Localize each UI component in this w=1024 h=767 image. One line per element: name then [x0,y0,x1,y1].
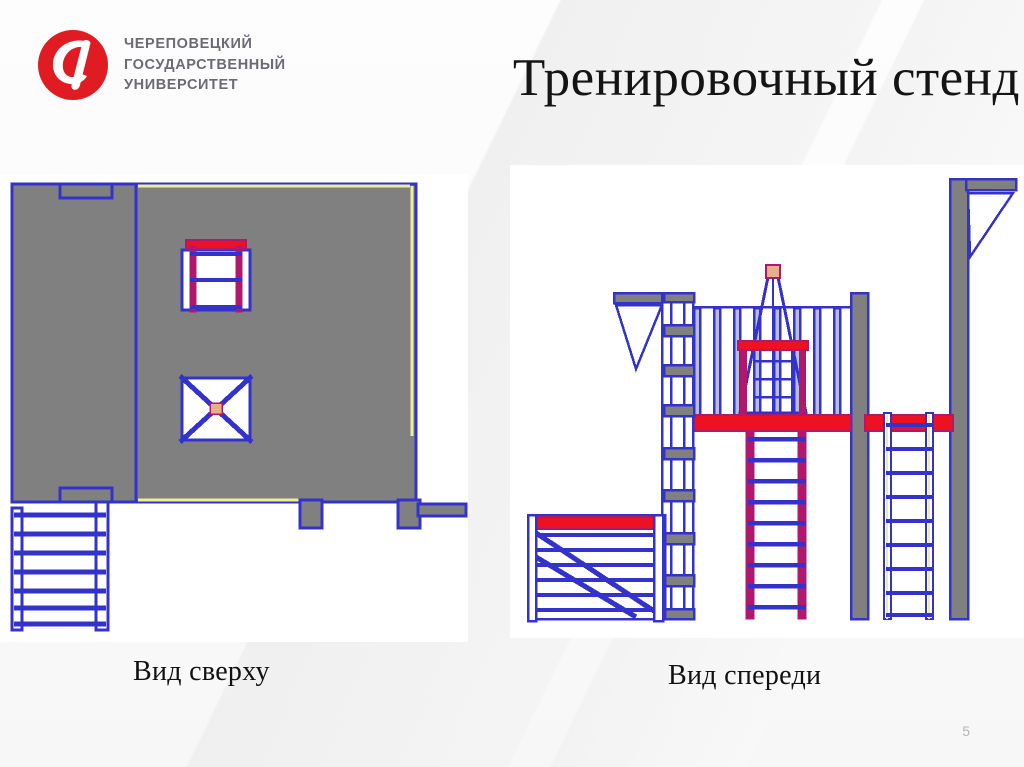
university-logo: ЧЕРЕПОВЕЦКИЙ ГОСУДАРСТВЕННЫЙ УНИВЕРСИТЕТ [36,28,286,102]
university-logo-text: ЧЕРЕПОВЕЦКИЙ ГОСУДАРСТВЕННЫЙ УНИВЕРСИТЕТ [124,36,286,94]
top-view-drawing [10,182,468,632]
slide-title: Тренировочный стенд [512,49,1020,107]
university-logo-mark-icon [38,30,108,100]
page-number: 5 [962,723,970,739]
front-view-drawing [526,177,1018,623]
caption-front-view: Вид спереди [668,660,822,691]
figure-top-view [0,174,468,642]
caption-top-view: Вид сверху [133,656,270,687]
figure-front-view [510,165,1024,638]
